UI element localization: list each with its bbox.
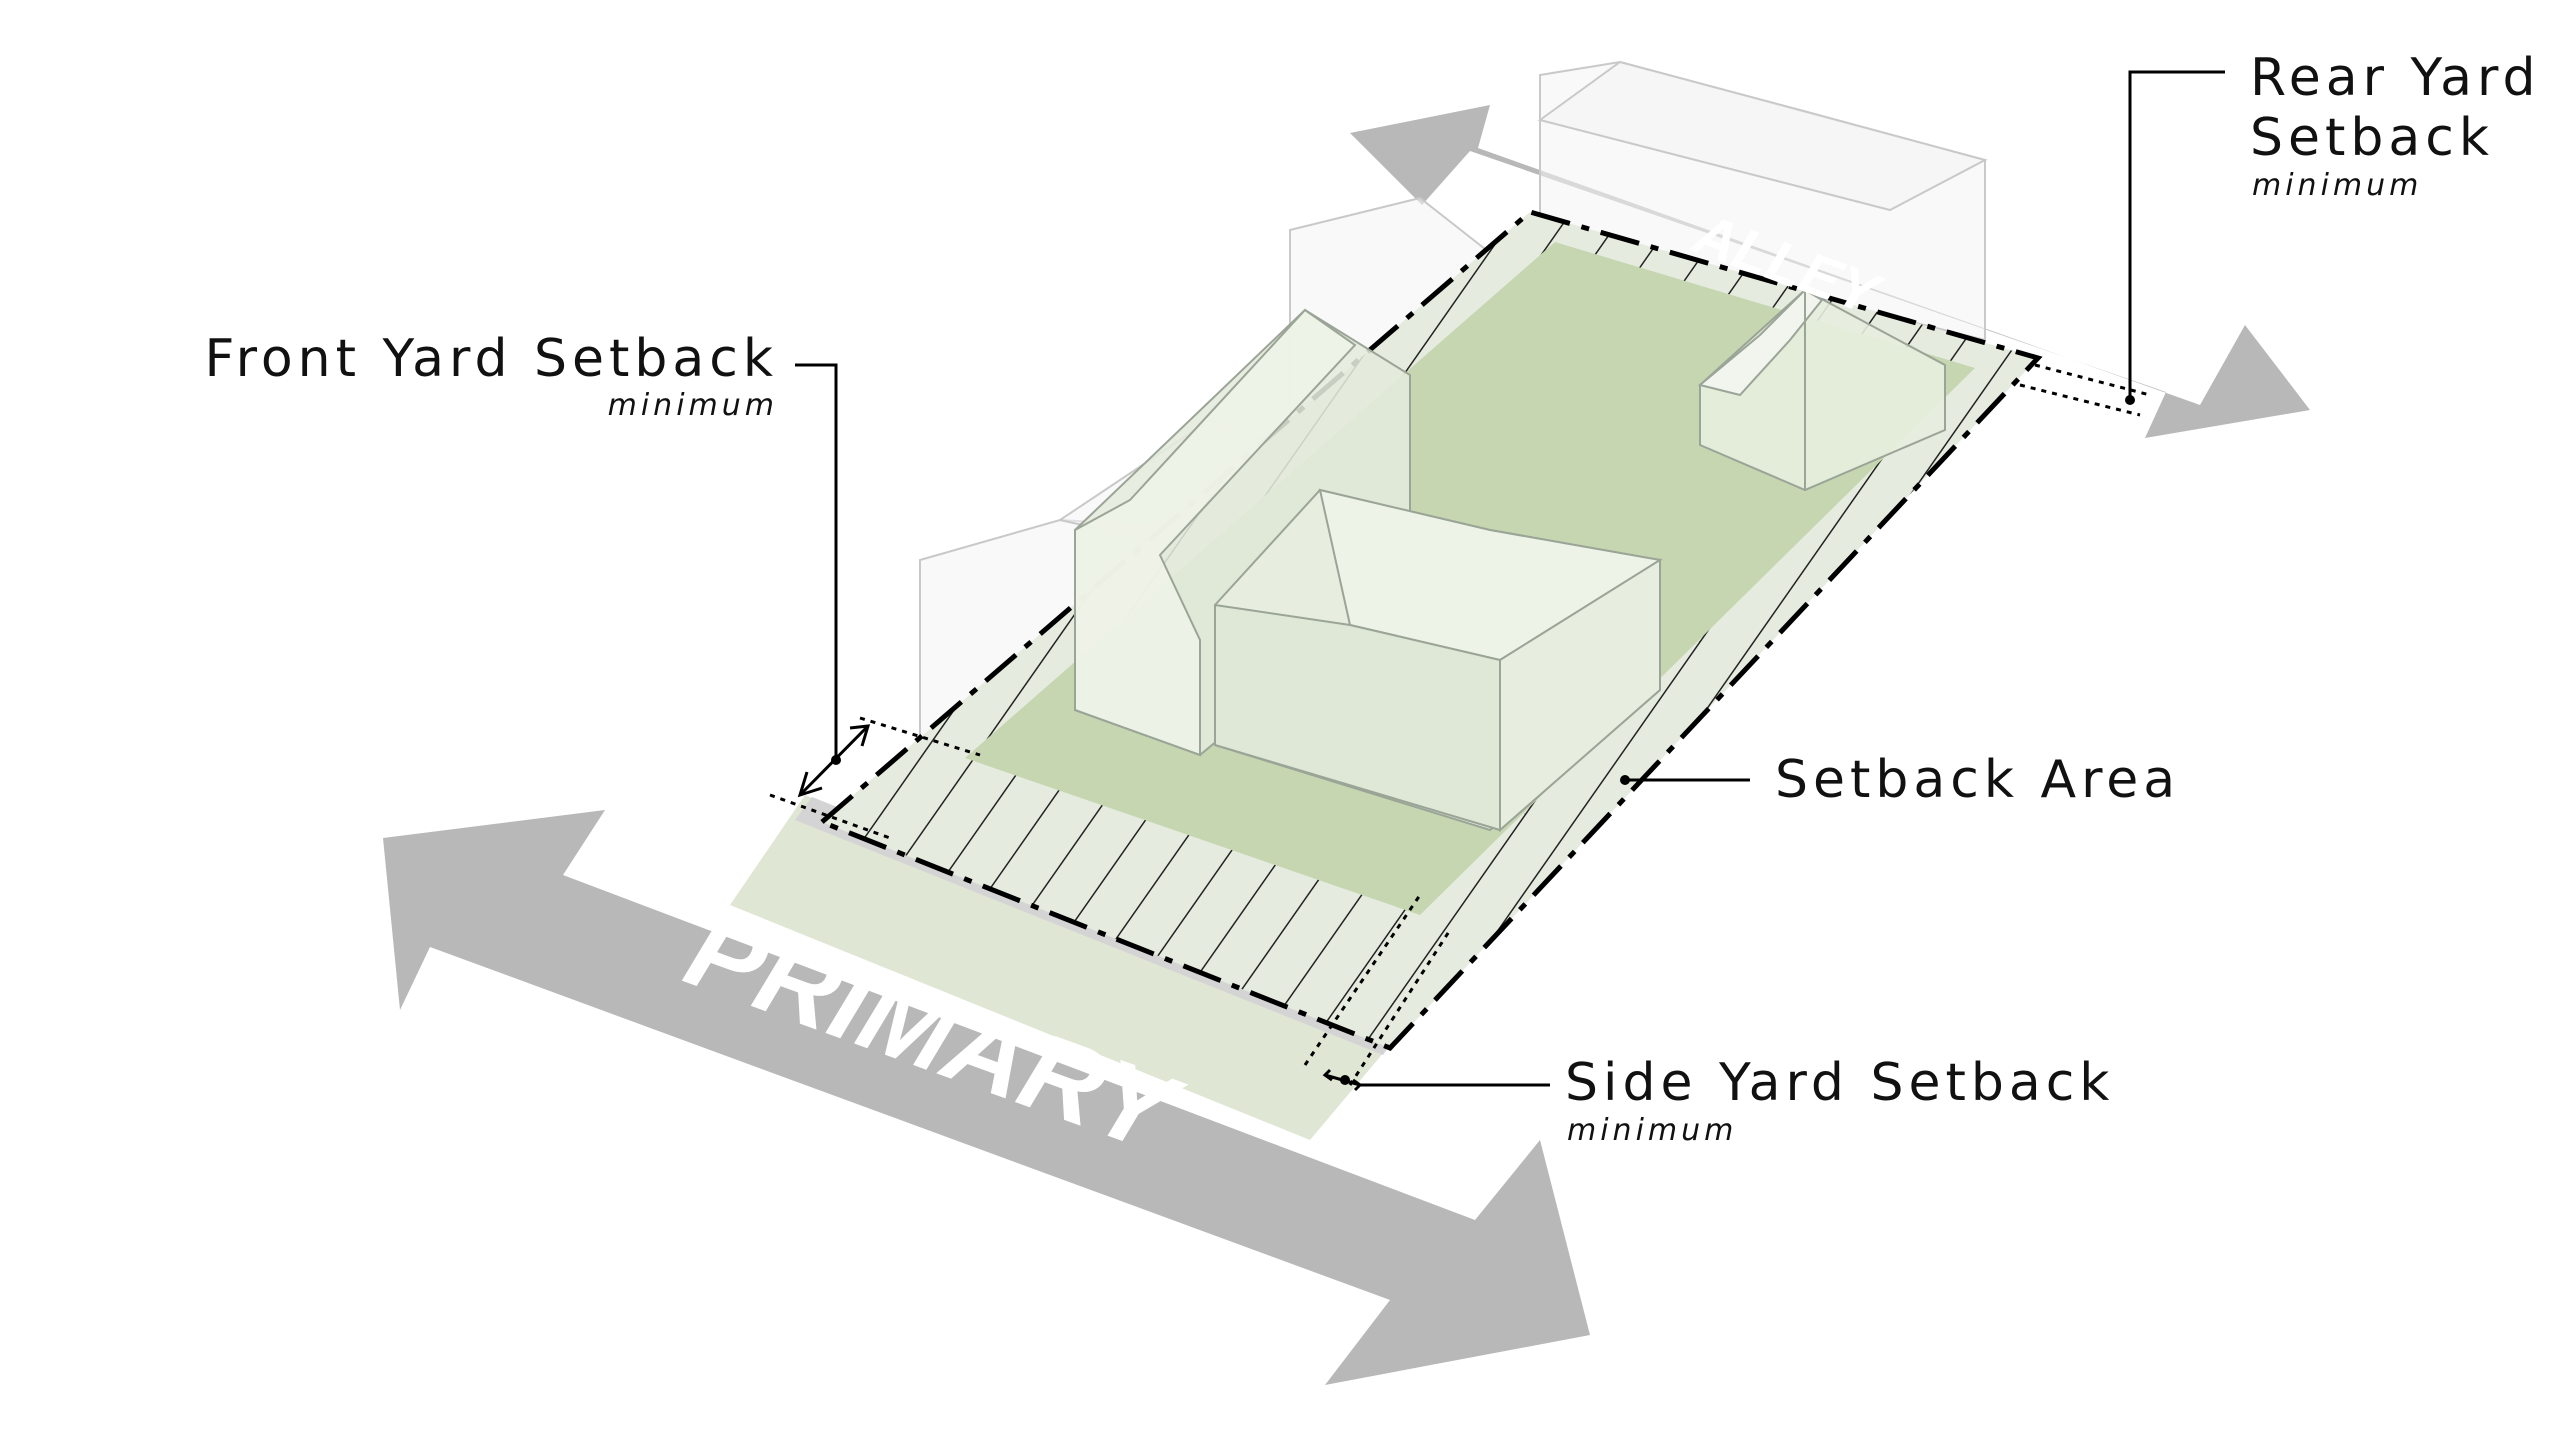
rear-yard-note: minimum	[2252, 168, 2422, 203]
side-yard-note: minimum	[1567, 1113, 1737, 1148]
side-yard-dimension	[1303, 894, 1550, 1092]
front-lawn	[730, 795, 1390, 1140]
rear-yard-title-line1: Rear Yard	[2250, 48, 2541, 108]
rear-yard-title-line2: Setback	[2250, 108, 2494, 168]
front-yard-title: Front Yard Setback	[205, 329, 779, 389]
rear-yard-dimension	[2019, 70, 2225, 417]
rear-yard-label: Rear Yard Setback minimum	[2250, 48, 2541, 203]
front-yard-label: Front Yard Setback minimum	[205, 329, 779, 423]
setback-area-title: Setback Area	[1775, 750, 2180, 810]
front-yard-note: minimum	[608, 388, 778, 423]
rear-garage	[1697, 288, 1946, 492]
front-yard-dimension	[769, 363, 981, 840]
side-yard-title: Side Yard Setback	[1565, 1053, 2114, 1113]
primary-street-arrow	[383, 810, 1590, 1385]
setback-area-label: Setback Area	[1775, 750, 2180, 810]
side-yard-label: Side Yard Setback minimum	[1565, 1053, 2114, 1148]
main-house	[1214, 488, 1663, 833]
